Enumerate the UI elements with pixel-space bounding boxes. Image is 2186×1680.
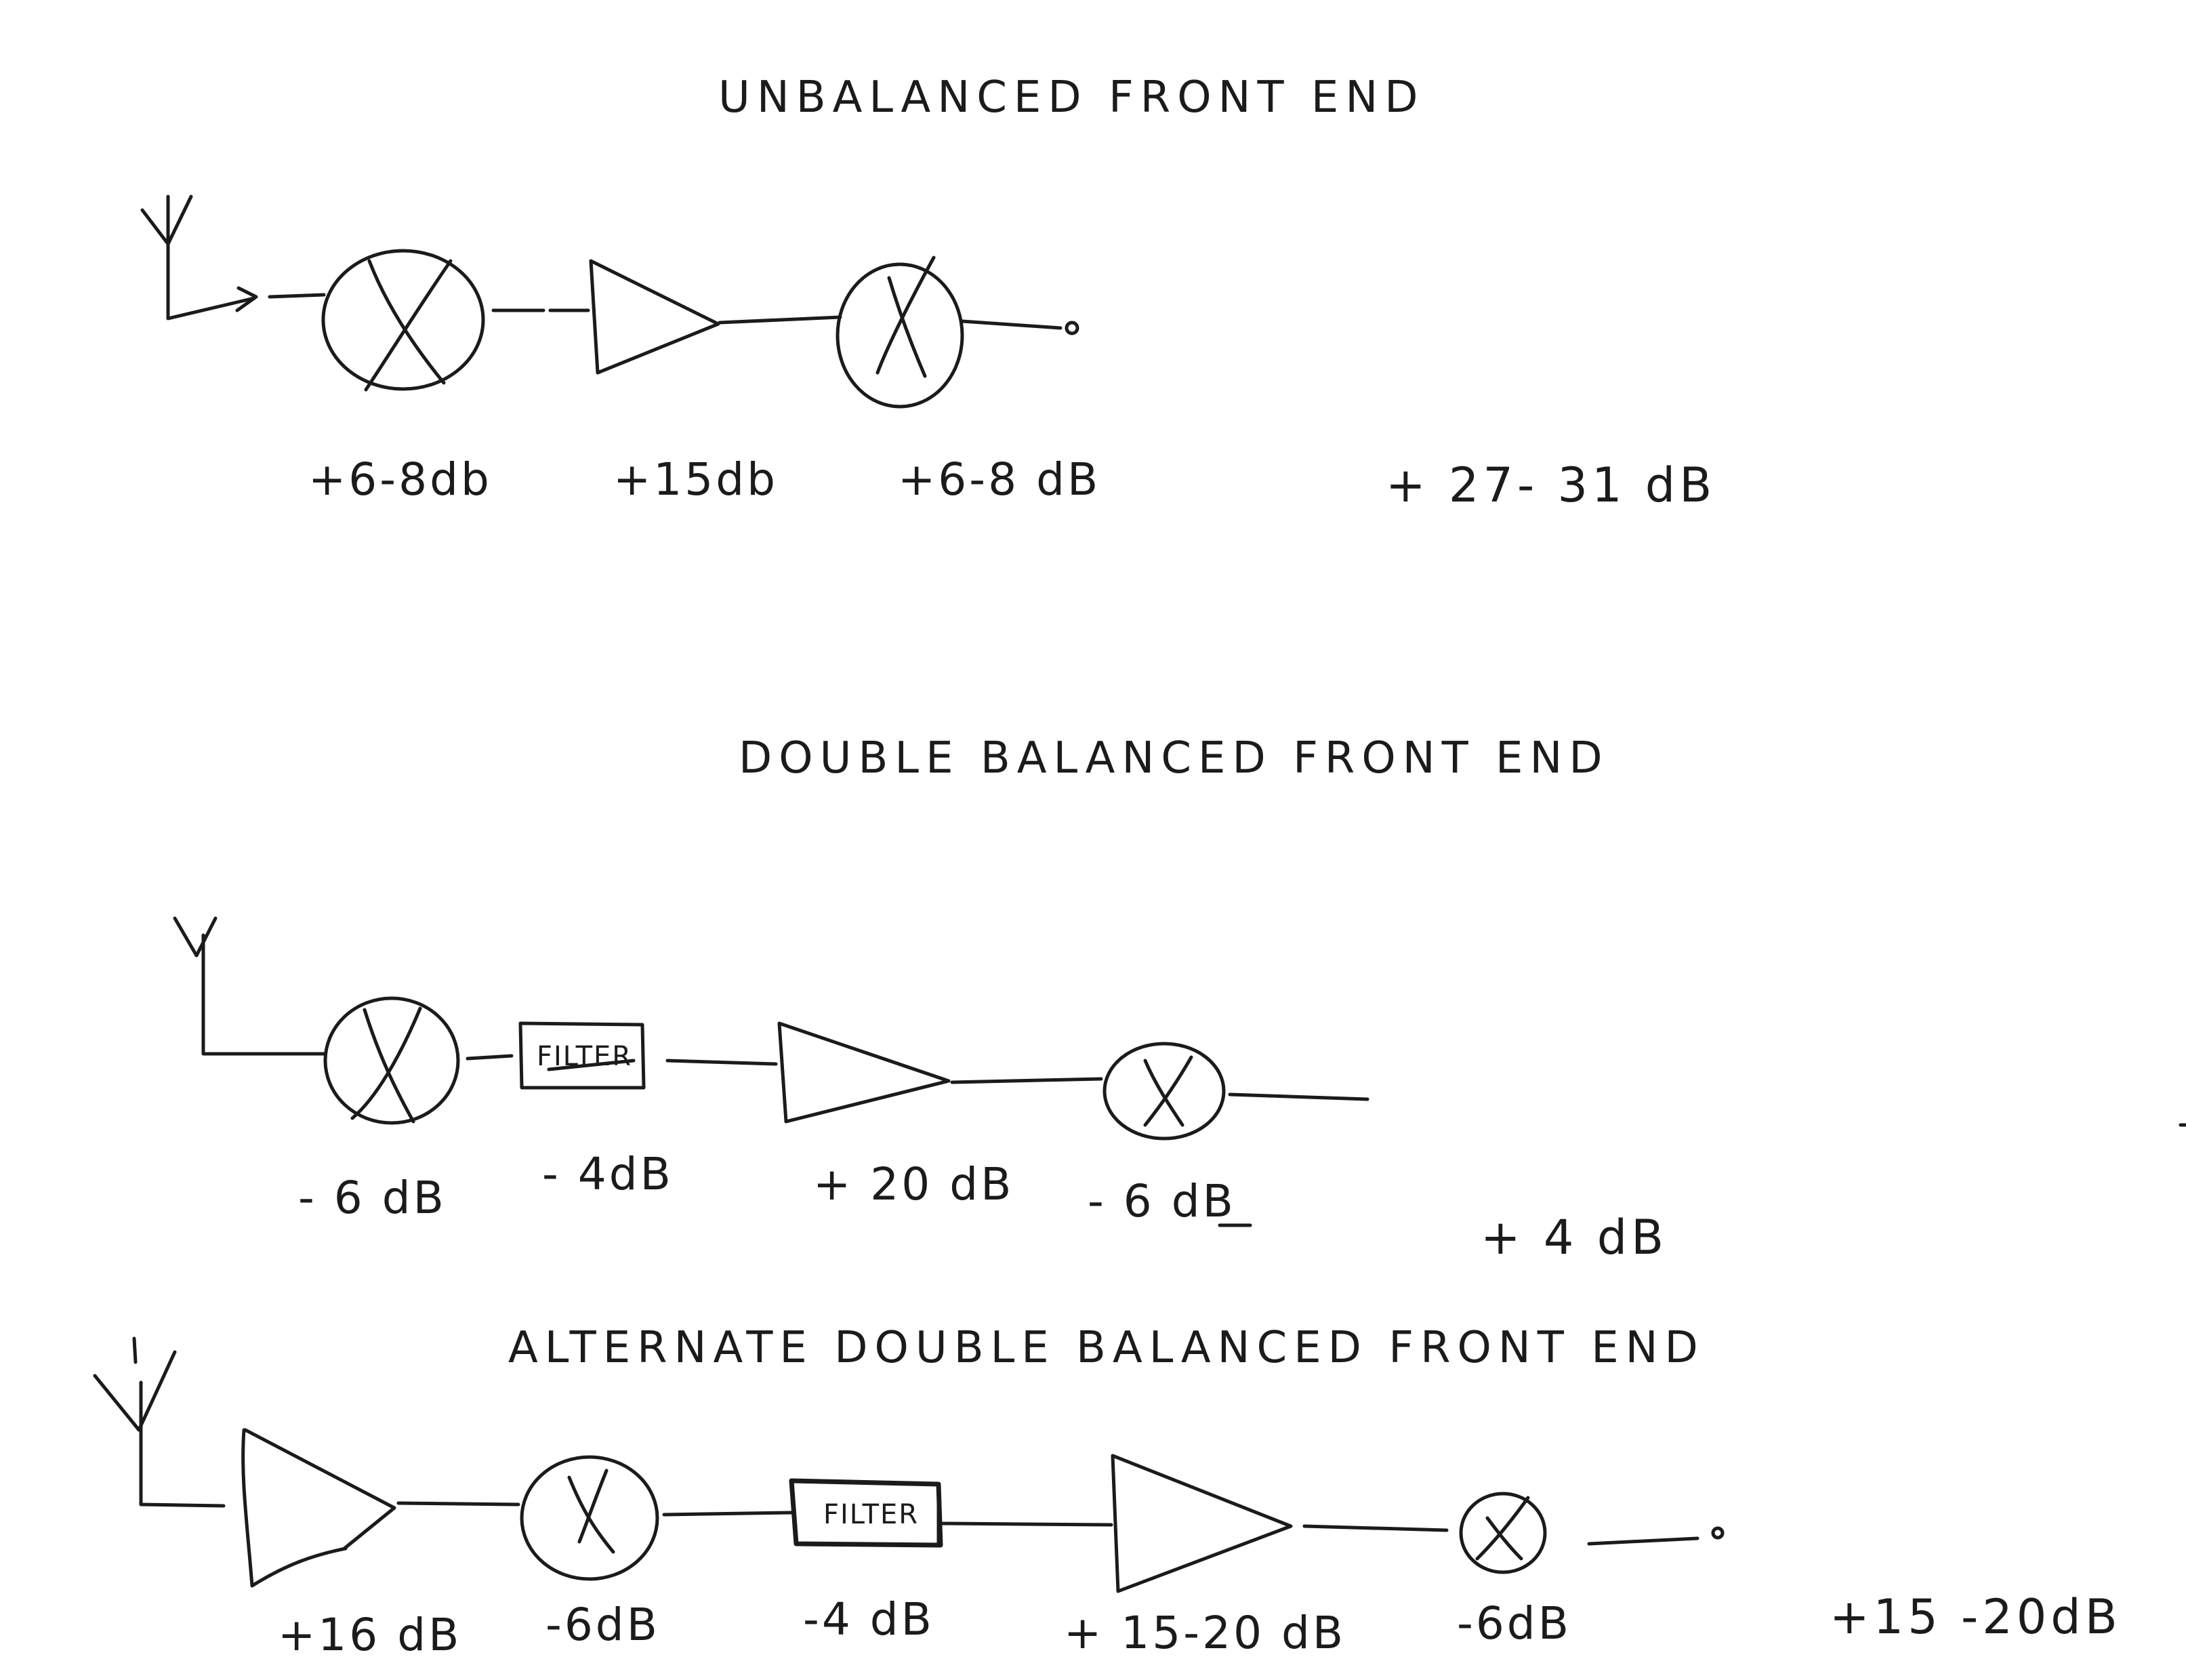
mixer-1-icon — [323, 996, 460, 1125]
gain-mixer-1: - 6 dB — [298, 1172, 447, 1224]
unbalanced-section: UNBALANCED FRONT END — [140, 73, 1716, 513]
wire — [940, 1521, 1113, 1527]
wire — [718, 315, 842, 325]
double-balanced-section: DOUBLE BALANCED FRONT END FILTER — [173, 733, 1668, 1265]
alternate-diagram: FILTER — [93, 1336, 1725, 1593]
mixer-2-icon — [1102, 1042, 1226, 1141]
total-gain: + 27- 31 dB — [1386, 457, 1716, 513]
gain-mixer-1: -6dB — [545, 1599, 660, 1651]
gain-amplifier: + 20 dB — [813, 1158, 1014, 1210]
wire — [960, 319, 1063, 330]
wire — [662, 1511, 795, 1517]
antenna-icon — [93, 1336, 226, 1508]
output-terminal — [1711, 1526, 1725, 1540]
mixer-2-icon — [836, 255, 964, 409]
gain-filter: - 4dB — [542, 1148, 674, 1200]
gain-mixer-2: -6dB — [1457, 1597, 1571, 1650]
amplifier-2-icon — [1111, 1454, 1293, 1593]
mixer-1-icon — [321, 249, 485, 392]
unbalanced-diagram — [140, 194, 1079, 409]
gain-amplifier-1: +16 dB — [278, 1609, 461, 1661]
alternate-section: ALTERNATE DOUBLE BALANCED FRONT END — [93, 1323, 2122, 1661]
wire — [1302, 1524, 1449, 1532]
filter-box: FILTER — [789, 1478, 943, 1548]
total-gain: +15 -20dB — [1830, 1589, 2122, 1645]
amplifier-1-icon — [241, 1428, 396, 1588]
amplifier-icon — [777, 1021, 951, 1124]
mixer-1-icon — [520, 1455, 659, 1581]
output-terminal — [1065, 321, 1079, 335]
wire — [396, 1501, 520, 1507]
gain-mixer-2: +6-8 dB — [898, 453, 1100, 506]
unbalanced-title: UNBALANCED FRONT END — [718, 73, 1425, 123]
alternate-title: ALTERNATE DOUBLE BALANCED FRONT END — [508, 1323, 1705, 1373]
filter-label: FILTER — [823, 1499, 919, 1530]
filter-label: FILTER — [537, 1041, 632, 1072]
gain-amplifier-2: + 15-20 dB — [1064, 1607, 1346, 1659]
wire — [268, 293, 326, 299]
gain-amplifier: +15db — [613, 453, 778, 506]
wire — [1228, 1092, 1369, 1101]
mixer-2-icon — [1459, 1492, 1547, 1574]
amplifier-icon — [589, 259, 720, 375]
total-gain: + 4 dB — [1481, 1210, 1668, 1265]
wire — [466, 1054, 514, 1061]
wire — [1587, 1536, 1699, 1546]
wire — [665, 1059, 778, 1066]
wire — [950, 1077, 1103, 1084]
antenna-icon — [140, 194, 258, 321]
double-balanced-diagram: FILTER — [173, 916, 1369, 1141]
antenna-icon — [173, 916, 327, 1056]
filter-box: FILTER — [518, 1021, 646, 1090]
gain-mixer-1: +6-8db — [308, 453, 492, 506]
gain-mixer-2: - 6 dB — [1088, 1175, 1236, 1227]
gain-filter: -4 dB — [803, 1593, 934, 1645]
double-balanced-title: DOUBLE BALANCED FRONT END — [739, 733, 1609, 783]
